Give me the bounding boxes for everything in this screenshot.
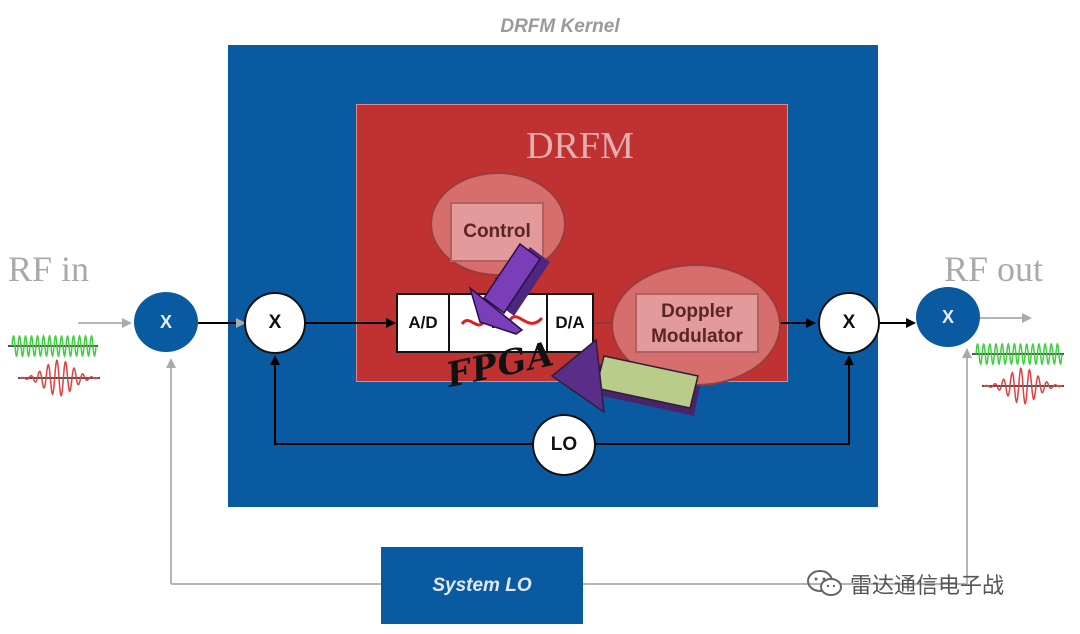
- system-lo-label: System LO: [432, 574, 532, 596]
- input-mixer: X: [244, 292, 306, 354]
- rf-in-label: RF in: [8, 249, 90, 289]
- rf-out-mixer-label: X: [941, 306, 954, 327]
- rf-out-mixer: X: [916, 287, 980, 347]
- rf-in-waveforms: [8, 334, 100, 397]
- kernel-title: DRFM Kernel: [500, 16, 620, 37]
- rf-in-mixer: X: [134, 292, 198, 352]
- signal-path: [198, 262, 916, 445]
- ad-converter-block: A/D: [396, 293, 450, 353]
- wechat-icon: [807, 570, 842, 596]
- da-converter-block: D/A: [546, 293, 594, 353]
- watermark: 雷达通信电子战: [806, 568, 1004, 600]
- doppler-modulator-block: Doppler Modulator: [635, 293, 759, 353]
- control-block: Control: [450, 202, 544, 262]
- green-arrow: [550, 338, 700, 416]
- watermark-text: 雷达通信电子战: [850, 573, 1005, 598]
- lo-oscillator: LO: [532, 414, 596, 476]
- rf-out-label: RF out: [944, 249, 1044, 289]
- doppler-label-line1: Doppler: [661, 301, 733, 322]
- rf-out-waveforms: [972, 342, 1064, 405]
- purple-arrow: [468, 242, 550, 335]
- output-mixer-label: X: [842, 312, 856, 333]
- system-lo-lines: [78, 313, 1032, 585]
- doppler-label-line2: Modulator: [651, 326, 743, 347]
- input-mixer-label: X: [268, 312, 282, 333]
- rf-in-mixer-label: X: [159, 311, 172, 332]
- output-mixer: X: [818, 292, 880, 354]
- lo-label: LO: [550, 434, 578, 455]
- drfm-title: DRFM: [526, 125, 634, 167]
- system-lo-block: System LO: [381, 547, 583, 624]
